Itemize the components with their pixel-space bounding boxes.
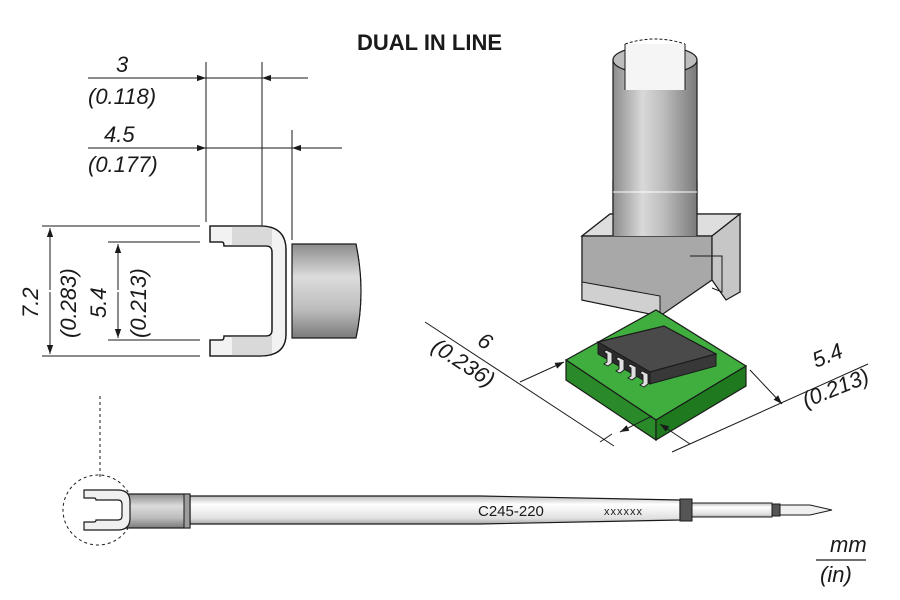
units-primary: mm: [830, 532, 867, 557]
cartridge-serial: xxxxxx: [604, 506, 643, 518]
width-outer-mm: 4.5: [104, 122, 135, 147]
chip-width-mm: 5.4: [809, 338, 847, 373]
width-dimension-3mm: 3 (0.118): [88, 52, 308, 109]
chip-length-mm: 6: [473, 327, 498, 355]
units-secondary: (in): [820, 562, 852, 587]
width-inner-mm: 3: [116, 52, 129, 77]
pcb-with-chip: [564, 309, 748, 442]
height-dimension-5-4mm: 5.4 (0.213): [86, 244, 151, 338]
width-outer-in: (0.177): [88, 152, 158, 177]
cartridge-full-view: C245-220 xxxxxx: [62, 396, 833, 546]
chip-width-in: (0.213): [799, 363, 873, 412]
height-dimension-7-2mm: 7.2 (0.283): [18, 228, 81, 354]
height-inner-mm: 5.4: [86, 287, 111, 318]
height-outer-in: (0.283): [56, 268, 81, 338]
units-legend: mm (in): [816, 532, 867, 587]
height-outer-mm: 7.2: [18, 287, 43, 318]
tip-3d-view: [580, 38, 742, 317]
height-inner-in: (0.213): [126, 268, 151, 338]
width-inner-in: (0.118): [88, 84, 156, 109]
diagram-title: DUAL IN LINE: [357, 30, 502, 55]
tip-side-view: [209, 225, 362, 357]
width-dimension-4-5mm: 4.5 (0.177): [88, 122, 342, 177]
cartridge-model: C245-220: [478, 503, 544, 520]
